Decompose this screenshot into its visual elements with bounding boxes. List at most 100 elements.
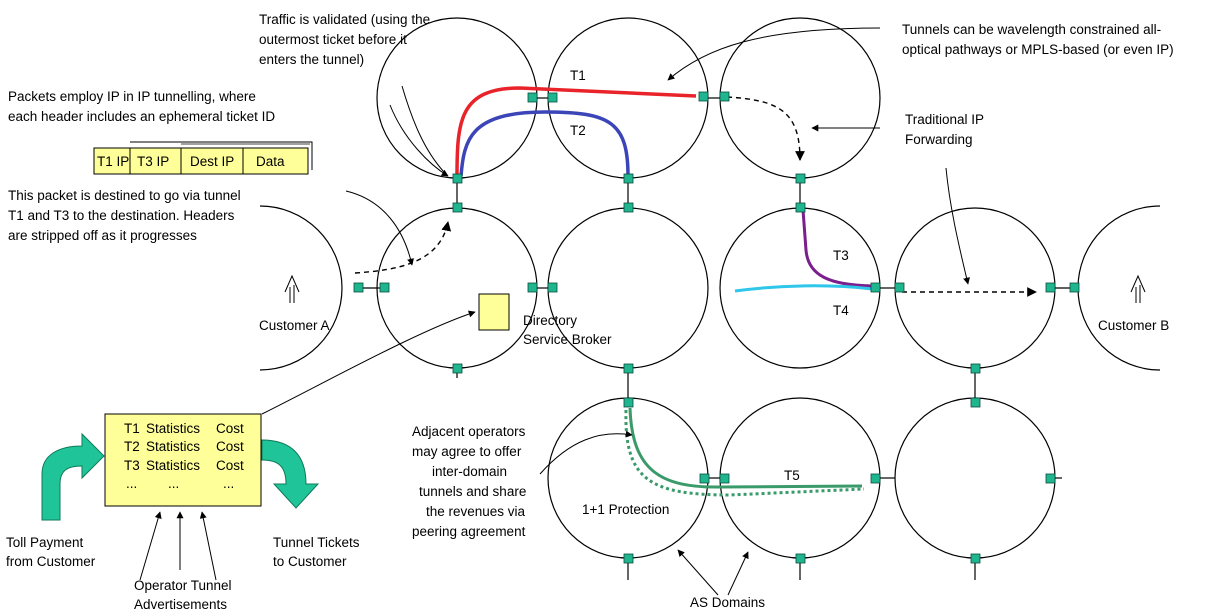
annotation-adjacent-line-2: may agree to offer	[412, 444, 522, 459]
packet-callout-arrow	[345, 190, 415, 266]
annotation-adjacent-line-5: the revenues via	[426, 504, 526, 519]
annotation-as-domains: AS Domains	[690, 595, 765, 610]
directory-service-broker-box	[478, 293, 510, 331]
annotation-tunnels-line-2: optical pathways or MPLS-based (or even …	[902, 42, 1174, 57]
ledger-cell: ...	[126, 476, 137, 491]
svg-text:T2: T2	[124, 439, 140, 454]
annotation-adjacent-line-6: peering agreement	[412, 524, 526, 539]
forwarding-callout-arrow	[945, 167, 970, 285]
svg-text:Cost: Cost	[216, 421, 244, 436]
packet-route-path	[354, 221, 452, 274]
annotation-tickets-line-2: to Customer	[273, 554, 347, 569]
broker-callout-arrow	[261, 310, 476, 415]
directory-service-line-2: Service Broker	[523, 332, 612, 347]
toll-ledger-rows: T1 Statistics Cost T2 Statistics Cost T3…	[124, 421, 244, 491]
as-domains-arrow	[727, 551, 749, 596]
annotation-packets-line-2: each header includes an ephemeral ticket…	[8, 109, 275, 124]
domain-circle	[547, 397, 709, 559]
as-domain-circles	[259, 17, 1161, 559]
advert-arrow	[199, 511, 217, 581]
customer-a-domain-arc	[259, 205, 343, 371]
svg-text:T3: T3	[124, 458, 140, 473]
ledger-cell: Statistics	[146, 439, 200, 454]
border-routers	[353, 91, 1080, 564]
customer-a-label: Customer A	[259, 318, 330, 333]
annotation-destined-line-3: are stripped off as it progresses	[8, 228, 197, 243]
ledger-cell: Cost	[216, 421, 244, 436]
packet-header: T1 IP T3 IP Dest IP Data	[93, 141, 313, 175]
directory-service-line-1: Directory	[523, 313, 577, 328]
ledger-cell: Cost	[216, 439, 244, 454]
ledger-cell: T3	[124, 458, 140, 473]
svg-text:...: ...	[126, 476, 137, 491]
tunnel-t2-path	[459, 110, 630, 177]
annotation-destined-line-1: This packet is destined to go via tunnel	[8, 188, 241, 203]
annotation-adjacent-line-4: tunnels and share	[419, 484, 526, 499]
annotation-traffic-line-1: Traffic is validated (using the	[259, 12, 430, 27]
tunnels-callout-arrow	[667, 27, 881, 81]
tunnel-t3-path	[801, 209, 873, 288]
tunnel-t4-path	[734, 284, 873, 293]
adjacent-callout-arrow	[539, 430, 633, 475]
tunnel-label-t5: T5	[784, 468, 800, 483]
annotation-destined-line-2: T1 and T3 to the destination. Headers	[8, 208, 235, 223]
tunnel-label-t3: T3	[833, 248, 849, 263]
ledger-cell: ...	[168, 476, 179, 491]
ledger-cell: T1	[124, 421, 140, 436]
annotation-traditional-line-1: Traditional IP	[905, 112, 984, 127]
header-field-dest-ip: Dest IP	[190, 154, 234, 169]
tunnel-t5-path	[628, 407, 863, 489]
annotation-traditional-line-2: Forwarding	[905, 132, 973, 147]
tunnel-t5-protection-path	[624, 409, 865, 497]
svg-text:...: ...	[223, 476, 234, 491]
domain-circle	[719, 397, 881, 559]
annotation-adjacent-line-3: inter-domain	[432, 464, 507, 479]
toll-payment-arrow	[41, 432, 105, 521]
ledger-cell: Statistics	[146, 458, 200, 473]
ledger-cell: Cost	[216, 458, 244, 473]
svg-text:Statistics: Statistics	[146, 458, 200, 473]
annotation-operator-line-1: Operator Tunnel	[134, 578, 232, 593]
header-field-t3-ip: T3 IP	[137, 154, 169, 169]
header-field-t1-ip: T1 IP	[97, 154, 129, 169]
toll-ledger-box	[104, 413, 262, 507]
domain-circle	[894, 207, 1056, 369]
tunnel-tickets-arrow	[261, 439, 320, 509]
svg-text:Cost: Cost	[216, 458, 244, 473]
svg-text:...: ...	[168, 476, 179, 491]
domain-circle	[376, 207, 538, 369]
customer-a-icon	[284, 274, 300, 303]
annotation-operator-line-2: Advertisements	[134, 597, 227, 612]
header-field-data: Data	[256, 154, 285, 169]
ledger-cell: Statistics	[146, 421, 200, 436]
annotation-traffic-line-3: enters the tunnel)	[259, 52, 364, 67]
tunnel-label-t4: T4	[833, 303, 849, 318]
validated-callout-arrow	[389, 104, 449, 177]
svg-text:T1: T1	[124, 421, 140, 436]
ledger-cell: T2	[124, 439, 140, 454]
annotation-adjacent-line-1: Adjacent operators	[412, 424, 526, 439]
svg-text:Statistics: Statistics	[146, 439, 200, 454]
annotation-tickets-line-1: Tunnel Tickets	[273, 535, 360, 550]
domain-circle	[894, 397, 1056, 559]
annotation-traffic-line-2: outermost ticket before it	[259, 32, 407, 47]
customer-b-label: Customer B	[1098, 318, 1169, 333]
validated-callout-arrow	[401, 85, 445, 173]
tunnel-t1-path	[455, 86, 697, 177]
tunnel-label-t1: T1	[570, 68, 586, 83]
annotation-tunnels-line-1: Tunnels can be wavelength constrained al…	[902, 22, 1161, 37]
traditional-forwarding-path	[726, 96, 805, 161]
customer-b-icon	[1130, 274, 1146, 303]
svg-text:Cost: Cost	[216, 439, 244, 454]
svg-text:Statistics: Statistics	[146, 421, 200, 436]
annotation-packets-line-1: Packets employ IP in IP tunnelling, wher…	[8, 89, 256, 104]
tunnel-label-t2: T2	[570, 123, 586, 138]
advert-arrow	[139, 511, 162, 581]
customer-b-domain-arc	[1077, 205, 1161, 371]
annotation-toll-line-2: from Customer	[6, 554, 96, 569]
ledger-cell: ...	[223, 476, 234, 491]
annotation-protection: 1+1 Protection	[582, 502, 669, 517]
annotation-toll-line-1: Toll Payment	[6, 535, 84, 550]
as-domains-arrow	[677, 549, 719, 596]
